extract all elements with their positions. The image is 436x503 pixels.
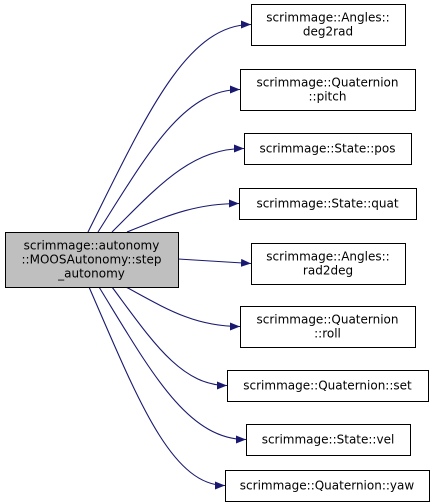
node-vel[interactable]: scrimmage::State::vel bbox=[246, 424, 411, 456]
node-deg2rad-box bbox=[251, 4, 406, 46]
node-vel-label-line: scrimmage::State::vel bbox=[262, 433, 395, 447]
node-quat-box bbox=[239, 188, 417, 220]
node-set-box bbox=[227, 370, 429, 402]
edge-to-quat bbox=[126, 199, 240, 233]
node-source-label-line: scrimmage::autonomy bbox=[24, 239, 160, 253]
node-pitch[interactable]: scrimmage::Quaternion::pitch bbox=[240, 69, 416, 111]
edge-to-roll bbox=[125, 286, 241, 331]
node-pitch-label-line: ::pitch bbox=[309, 90, 347, 104]
node-deg2rad-label-line: deg2rad bbox=[303, 25, 353, 39]
node-pitch-box bbox=[240, 69, 416, 111]
node-pitch-label-line: scrimmage::Quaternion bbox=[256, 76, 398, 90]
edge-to-deg2rad bbox=[87, 20, 252, 233]
edge-to-vel bbox=[98, 286, 247, 444]
edge-to-pos bbox=[111, 144, 245, 233]
edge-to-yaw bbox=[88, 286, 226, 490]
node-yaw-box bbox=[225, 470, 430, 502]
edge-to-rad2deg bbox=[177, 258, 252, 267]
node-set[interactable]: scrimmage::Quaternion::set bbox=[227, 370, 429, 402]
node-deg2rad[interactable]: scrimmage::Angles::deg2rad bbox=[251, 4, 406, 46]
nodes: scrimmage::autonomy::MOOSAutonomy::step_… bbox=[5, 4, 430, 502]
node-rad2deg-label-line: rad2deg bbox=[303, 264, 353, 278]
node-source[interactable]: scrimmage::autonomy::MOOSAutonomy::step_… bbox=[5, 232, 179, 288]
node-pos[interactable]: scrimmage::State::pos bbox=[244, 133, 412, 165]
node-roll-label-line: ::roll bbox=[314, 327, 341, 341]
node-rad2deg-box bbox=[251, 243, 406, 285]
node-quat[interactable]: scrimmage::State::quat bbox=[239, 188, 417, 220]
node-yaw-label-line: scrimmage::Quaternion::yaw bbox=[240, 479, 415, 493]
node-quat-label-line: scrimmage::State::quat bbox=[256, 197, 398, 211]
node-rad2deg[interactable]: scrimmage::Angles::rad2deg bbox=[251, 243, 406, 285]
edges bbox=[87, 20, 252, 490]
node-deg2rad-label-line: scrimmage::Angles:: bbox=[266, 11, 389, 25]
node-pos-label-line: scrimmage::State::pos bbox=[260, 142, 396, 156]
edge-to-pitch bbox=[97, 85, 241, 233]
node-set-label-line: scrimmage::Quaternion::set bbox=[243, 379, 412, 393]
node-rad2deg-label-line: scrimmage::Angles:: bbox=[266, 250, 389, 264]
node-pos-box bbox=[244, 133, 412, 165]
node-source-box bbox=[5, 232, 179, 288]
node-roll[interactable]: scrimmage::Quaternion::roll bbox=[240, 306, 416, 348]
node-source-label-line: _autonomy bbox=[57, 267, 125, 281]
node-roll-label-line: scrimmage::Quaternion bbox=[256, 313, 398, 327]
edge-to-set bbox=[111, 286, 228, 390]
node-roll-box bbox=[240, 306, 416, 348]
node-vel-box bbox=[246, 424, 411, 456]
node-source-label-line: ::MOOSAutonomy::step bbox=[22, 253, 162, 267]
node-yaw[interactable]: scrimmage::Quaternion::yaw bbox=[225, 470, 430, 502]
